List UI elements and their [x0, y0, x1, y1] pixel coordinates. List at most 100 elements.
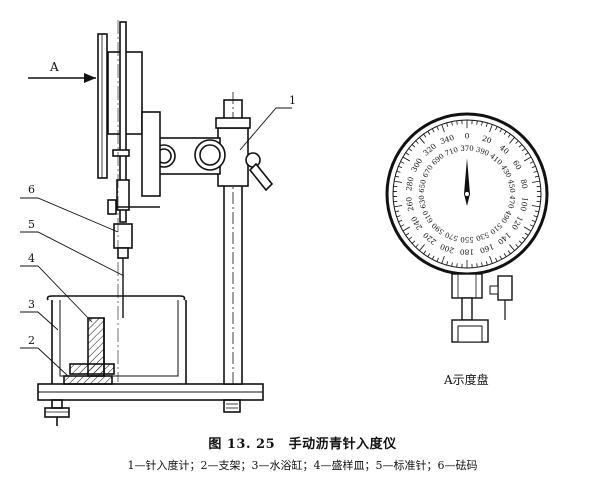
dial-number: 550 — [460, 235, 473, 243]
dial-tick — [398, 219, 403, 223]
dial-number: 490 — [499, 209, 513, 225]
dial-tick — [400, 161, 405, 164]
dial-tick — [533, 170, 538, 173]
dial-tick — [431, 255, 435, 260]
dial-tick — [485, 261, 488, 266]
dial-number: 40 — [498, 143, 511, 156]
dial-number: 340 — [439, 133, 456, 146]
dial-number: 530 — [475, 230, 490, 242]
dial-number: 630 — [418, 195, 428, 210]
dial-tick — [441, 255, 445, 264]
dial-number: 590 — [430, 221, 445, 236]
dial-tick — [402, 156, 411, 162]
dial-tick — [521, 236, 526, 240]
dial-tick — [427, 253, 431, 257]
dial-number: 410 — [488, 152, 503, 167]
callout-4: 4 — [28, 252, 35, 265]
dial-tick — [431, 128, 435, 133]
dial-tick — [405, 152, 410, 156]
dial-number: 20 — [481, 134, 493, 146]
dial-number: 470 — [506, 195, 516, 210]
dial-tick — [533, 215, 538, 218]
dial-number: 300 — [409, 156, 424, 173]
dial-tick — [495, 257, 498, 262]
dial-number: 60 — [511, 159, 524, 172]
dial-tick — [485, 122, 488, 127]
dial-stem — [451, 273, 483, 299]
dial-number: 370 — [460, 145, 473, 153]
dial-tick — [402, 226, 411, 232]
dial-tick — [476, 120, 478, 125]
dial-tick — [518, 240, 523, 244]
callout-1: 1 — [289, 94, 296, 107]
penetration-rod — [119, 21, 127, 223]
weight — [113, 223, 133, 249]
dial-tick — [415, 140, 419, 144]
dial-tick — [531, 205, 540, 208]
dial-number: 390 — [475, 146, 490, 158]
dial-tick — [495, 126, 498, 131]
figure-title: 图 13. 25 手动沥青针入度仪 — [208, 437, 397, 452]
dial-tick — [521, 148, 526, 152]
dial-tick — [395, 210, 400, 213]
dial-tick — [405, 232, 410, 236]
callout-2: 2 — [28, 334, 35, 347]
callouts — [20, 107, 292, 377]
dial-tick — [456, 263, 458, 268]
dial-tick — [515, 244, 519, 248]
dial-tick — [396, 170, 401, 173]
dial-tick — [503, 253, 507, 257]
dial-tick — [408, 236, 413, 240]
callout-6: 6 — [28, 183, 35, 196]
dial-tick — [451, 121, 453, 126]
dial-number: 710 — [444, 146, 459, 158]
dial-number: 260 — [404, 196, 415, 212]
dial-tick — [507, 133, 511, 138]
dial-tick — [398, 165, 403, 169]
dial-number: 610 — [421, 209, 435, 225]
dial-number: 100 — [518, 196, 529, 212]
dial-tick — [489, 124, 493, 133]
dial-tick — [436, 257, 439, 262]
sample-dish — [69, 317, 115, 377]
dial-tick — [503, 131, 507, 135]
dial-number: 280 — [404, 176, 415, 192]
dial-number: 430 — [499, 164, 513, 180]
dial-adjust-knob — [497, 275, 513, 301]
dial-number: 120 — [510, 215, 525, 232]
figure-legend: 1—针入度计；2—支架；3—水浴缸；4—盛样皿；5—标准针；6—砝码 — [127, 459, 478, 472]
dial-tick — [446, 261, 449, 266]
dial-tick — [395, 175, 400, 178]
dial-tick — [456, 120, 458, 125]
dial-number: 690 — [430, 152, 445, 167]
dial-tick — [481, 262, 483, 267]
dial-tick — [427, 131, 431, 135]
dial-tick — [509, 137, 515, 144]
dial-tick — [400, 224, 405, 227]
leveling-screw-right — [223, 399, 241, 413]
dial-pointer — [464, 158, 470, 206]
dial-tick — [523, 156, 532, 162]
dial-tick — [446, 122, 449, 127]
dial-tick — [408, 148, 413, 152]
dial-tick — [524, 152, 529, 156]
dial-tick — [499, 128, 503, 133]
dial-tick — [523, 226, 532, 232]
dial-tick — [423, 250, 427, 255]
dial-tick — [481, 121, 483, 126]
water-bath — [46, 295, 187, 384]
dial-tick — [423, 133, 427, 138]
callout-5: 5 — [28, 218, 35, 231]
dial-tick — [534, 175, 539, 178]
penetrometer-side-view — [37, 20, 274, 426]
bath-stand — [63, 375, 113, 385]
dial-tick — [394, 205, 403, 208]
dial-tick — [394, 180, 403, 183]
dial-number: 80 — [519, 178, 530, 189]
dial-number: 650 — [418, 179, 428, 194]
dial-number: 670 — [421, 164, 435, 180]
dial-number: 240 — [409, 214, 424, 231]
